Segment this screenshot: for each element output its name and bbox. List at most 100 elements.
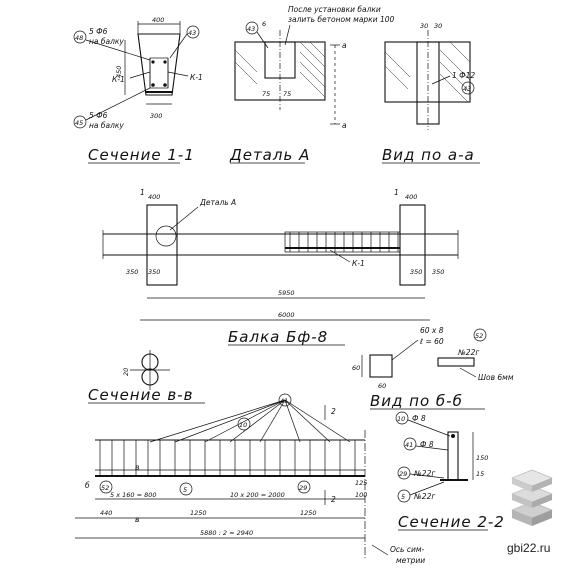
beam-label-k1: К-1 (352, 259, 365, 268)
beam-dim-5950: 5950 (278, 289, 295, 297)
view-bb-callout-52: 52 (475, 332, 483, 340)
view-b-b: 60 60 60 х 8 ℓ = 60 52 №22г Шов 6мм Вид … (352, 326, 514, 410)
beam-elevation: Деталь А 400 400 1 1 К-1 350 350 350 350… (102, 188, 459, 346)
callout-48-circle (73, 30, 87, 44)
beam-mark-1-right: 1 (394, 188, 399, 197)
section-vv-dim-20: 20 (122, 368, 130, 376)
frame-callout-10: 10 (239, 421, 247, 429)
frame-verticals (99, 440, 356, 476)
sec22-item-5-text: №22г (413, 492, 435, 501)
sec22-item-29: 29 (399, 470, 407, 478)
view-bb-dim-60-b: 60 (378, 382, 386, 390)
stack-logo-icon (511, 469, 553, 526)
leader-line (174, 399, 286, 443)
frame-dim-total: 5880 : 2 = 2940 (200, 529, 253, 537)
sec22-item-10-text: Ф 8 (412, 414, 426, 423)
view-aa-callout-43: 43 (463, 85, 471, 93)
frame-dim-125: 125 (355, 479, 367, 487)
frame-mark-v-bottom: в (135, 515, 139, 524)
rebar-cage-k1 (284, 231, 401, 253)
title-section-v-v: Сечение в-в (88, 386, 193, 404)
beam-dim-350-4: 350 (432, 268, 444, 276)
frame-dim-1250-b: 1250 (300, 509, 317, 517)
beam-detail-label: Деталь А (199, 198, 236, 207)
view-aa-rebar: 1 Ф12 (452, 71, 475, 80)
sec22-dim-15: 15 (476, 470, 484, 478)
view-bb-dim-l60: ℓ = 60 (419, 337, 444, 346)
frame-callout-29: 29 (299, 484, 307, 492)
beam-dim-350-3: 350 (410, 268, 422, 276)
callout-48: 48 (75, 34, 83, 42)
callout-45-text: 5 Ф6 (89, 111, 108, 120)
beam-dim-350-1: 350 (126, 268, 138, 276)
sec22-item-29-text: №22г (413, 469, 435, 478)
title-view-a-a: Вид по а-а (382, 146, 475, 164)
frame-axis-note-2: метрии (396, 556, 425, 565)
detail-a: 43 6 После установки балки залить бетоно… (229, 5, 395, 164)
detail-a-callout-43: 43 (247, 25, 255, 33)
frame-mark-2-bottom: 2 (331, 495, 336, 504)
callout-43: 43 (188, 29, 196, 37)
view-bb-n22: №22г (457, 348, 479, 357)
beam-cross-section (137, 33, 181, 96)
title-section-2-2: Сечение 2-2 (398, 513, 505, 531)
beam-dim-350-2: 350 (148, 268, 160, 276)
leader-line (284, 399, 301, 443)
dim-height: 450 (115, 66, 123, 78)
watermark-site: gbi22.ru (507, 541, 550, 555)
axis-a-bottom: а (342, 121, 347, 130)
beam-dim-400-left: 400 (148, 193, 160, 201)
frame-dim-100: 100 (355, 491, 367, 499)
frame-mark-v-top: в (135, 463, 139, 472)
section-2-2: 150 15 10 Ф 8 41 Ф 8 29 №22г 5 №22г Сече… (395, 411, 505, 531)
view-aa-dim-30-2: 30 (434, 22, 442, 30)
beam-dim-400-right: 400 (405, 193, 417, 201)
title-section-1-1: Сечение 1-1 (88, 146, 195, 164)
frame-k1: 41 10 5 29 52 2 2 б в в 5 х 160 = 800 10… (75, 393, 425, 565)
frame-mark-2-top: 2 (331, 407, 336, 416)
section-1-1: 400 300 450 48 5 Ф6 на балку 43 45 5 Ф6 … (73, 16, 203, 164)
detail-a-marker (155, 225, 177, 247)
beam-mark-1-left: 1 (140, 188, 145, 197)
leader-line (284, 399, 351, 443)
callout-48-sub: на балку (89, 37, 124, 46)
detail-a-dim-75b: 75 (283, 90, 291, 98)
leader-line (284, 399, 331, 443)
watermark: gbi22.ru (507, 469, 553, 555)
detail-a-note-1: После установки балки (288, 5, 381, 14)
leader-line (229, 399, 286, 443)
view-a-a: 30 30 1 Ф12 43 Вид по а-а (382, 22, 480, 164)
callout-45-sub: на балку (89, 121, 124, 130)
frame-callout-5: 5 (183, 486, 187, 494)
frame-dim-440: 440 (100, 509, 112, 517)
title-detail-a: Деталь А (229, 146, 310, 164)
callout-43-circle (186, 25, 200, 39)
callout-45-circle (73, 115, 87, 129)
view-bb-dim-60-a: 60 (352, 364, 360, 372)
beam-dim-6000: 6000 (278, 311, 295, 319)
detail-a-note-2: залить бетоном марки 100 (288, 15, 395, 24)
frame-dim-200: 10 х 200 = 2000 (230, 491, 285, 499)
frame-dim-1250-a: 1250 (190, 509, 207, 517)
title-view-b-b: Вид по б-б (370, 392, 463, 410)
dim-bottom: 300 (150, 112, 162, 120)
view-aa-dim-30-1: 30 (420, 22, 428, 30)
leader-line (149, 399, 286, 443)
leader-line (204, 399, 286, 443)
sec22-dim-150: 150 (476, 454, 488, 462)
detail-a-dim-6: 6 (262, 20, 266, 28)
view-bb-dim-60x8: 60 х 8 (420, 326, 444, 335)
section-v-v: 20 Сечение в-в (88, 350, 205, 404)
title-beam: Балка Бф-8 (228, 328, 328, 346)
sec22-item-5: 5 (401, 493, 405, 501)
axis-a-top: а (342, 41, 347, 50)
sec22-item-41: 41 (405, 441, 413, 449)
dim-top: 400 (152, 16, 164, 24)
frame-callout-52: 52 (101, 484, 109, 492)
detail-a-dim-75: 75 (262, 90, 270, 98)
label-k1-right: К-1 (190, 73, 203, 82)
callout-45: 45 (75, 119, 83, 127)
view-bb-weld: Шов 6мм (478, 373, 514, 382)
sec22-item-10: 10 (397, 415, 405, 423)
